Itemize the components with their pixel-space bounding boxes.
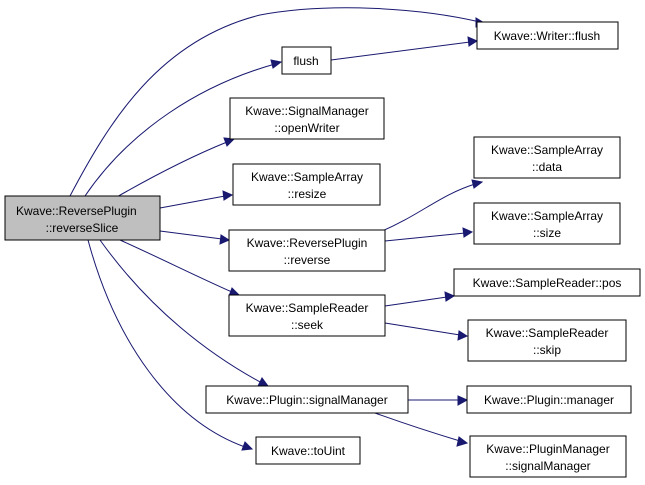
node-label: Kwave::Writer::flush — [494, 29, 600, 43]
node-reverse-slice[interactable]: Kwave::ReversePlugin ::reverseSlice — [4, 195, 161, 241]
arrowhead — [241, 441, 254, 451]
node-open-writer[interactable]: Kwave::SignalManager ::openWriter — [229, 97, 385, 140]
arrowhead — [457, 330, 469, 341]
node-reader-pos[interactable]: Kwave::SampleReader::pos — [453, 268, 641, 297]
node-label-line-2: ::reverse — [284, 253, 331, 267]
node-label-line-2: ::reverseSlice — [46, 221, 119, 235]
node-label-line-1: Kwave::PluginManager — [486, 442, 609, 456]
arrowhead — [471, 179, 484, 189]
node-label-line-1: Kwave::SignalManager — [245, 104, 368, 118]
edge-plugin-reverse-to-array-size — [384, 232, 466, 242]
node-label-line-1: Kwave::SampleArray — [491, 143, 603, 157]
arrowhead — [257, 377, 269, 387]
node-plugin-reverse[interactable]: Kwave::ReversePlugin ::reverse — [228, 229, 386, 272]
arrowhead — [223, 137, 236, 147]
edge-reverse-slice-to-reader-seek — [119, 239, 233, 293]
node-to-uint[interactable]: Kwave::toUint — [255, 436, 361, 465]
edge-reverse-slice-to-flush — [84, 63, 276, 197]
node-label-line-1: Kwave::ReversePlugin — [16, 204, 137, 218]
edge-plugin-reverse-to-array-data — [379, 183, 476, 233]
edge-reverse-slice-to-writer-flush — [69, 7, 481, 197]
node-label-line-1: Kwave::SampleArray — [491, 209, 603, 223]
node-array-data[interactable]: Kwave::SampleArray ::data — [473, 136, 621, 179]
node-array-size[interactable]: Kwave::SampleArray ::size — [473, 202, 621, 245]
arrowhead — [462, 227, 474, 238]
edge-reverse-slice-to-array-resize — [159, 195, 226, 209]
arrowhead — [219, 234, 231, 245]
node-label-line-2: ::signalManager — [505, 459, 590, 473]
node-array-resize[interactable]: Kwave::SampleArray ::resize — [232, 163, 381, 206]
edge-reverse-slice-to-plugin-signal-manager — [99, 239, 263, 384]
node-flush[interactable]: flush — [281, 46, 332, 75]
arrowhead — [444, 291, 456, 302]
edge-reverse-slice-to-open-writer — [114, 141, 228, 199]
arrowhead — [222, 190, 234, 201]
node-label-line-1: Kwave::SampleReader — [246, 301, 369, 315]
edge-reader-seek-to-reader-skip — [384, 322, 461, 336]
node-label-line-2: ::seek — [291, 318, 324, 332]
node-reader-seek[interactable]: Kwave::SampleReader ::seek — [228, 294, 386, 337]
node-label-line-2: ::skip — [533, 343, 561, 357]
node-label-line-2: ::size — [533, 226, 561, 240]
node-label-line-2: ::openWriter — [274, 121, 339, 135]
node-writer-flush[interactable]: Kwave::Writer::flush — [476, 21, 619, 50]
nodes: Kwave::ReversePlugin ::reverseSlice Kwav… — [4, 21, 641, 478]
node-plugin-manager[interactable]: Kwave::Plugin::manager — [466, 385, 632, 414]
node-reader-skip[interactable]: Kwave::SampleReader ::skip — [467, 319, 627, 362]
node-label-line-2: ::resize — [288, 187, 327, 201]
arrowhead — [457, 395, 469, 406]
edge-plugin-signal-manager-to-pluginmanager-signal-manager — [374, 412, 461, 442]
node-label: flush — [293, 54, 318, 68]
node-plugin-signal-manager[interactable]: Kwave::Plugin::signalManager — [205, 385, 409, 414]
edges — [69, 7, 488, 451]
node-label-line-2: ::data — [532, 160, 562, 174]
edge-reverse-slice-to-to-uint — [87, 239, 246, 448]
node-label: Kwave::Plugin::manager — [484, 393, 614, 407]
node-pluginmanager-signal-manager[interactable]: Kwave::PluginManager ::signalManager — [469, 435, 627, 478]
edge-reader-seek-to-reader-pos — [384, 296, 448, 307]
node-label-line-1: Kwave::ReversePlugin — [247, 236, 368, 250]
arrowhead — [456, 436, 469, 447]
node-label: Kwave::toUint — [271, 444, 346, 458]
node-label: Kwave::SampleReader::pos — [473, 276, 622, 290]
edge-reverse-slice-to-plugin-reverse — [159, 230, 223, 240]
edge-flush-to-writer-flush — [330, 41, 471, 61]
node-label-line-1: Kwave::SampleReader — [486, 326, 609, 340]
node-label: Kwave::Plugin::signalManager — [226, 393, 387, 407]
arrowhead — [270, 59, 283, 69]
arrowhead — [467, 36, 479, 47]
node-label-line-1: Kwave::SampleArray — [251, 170, 363, 184]
